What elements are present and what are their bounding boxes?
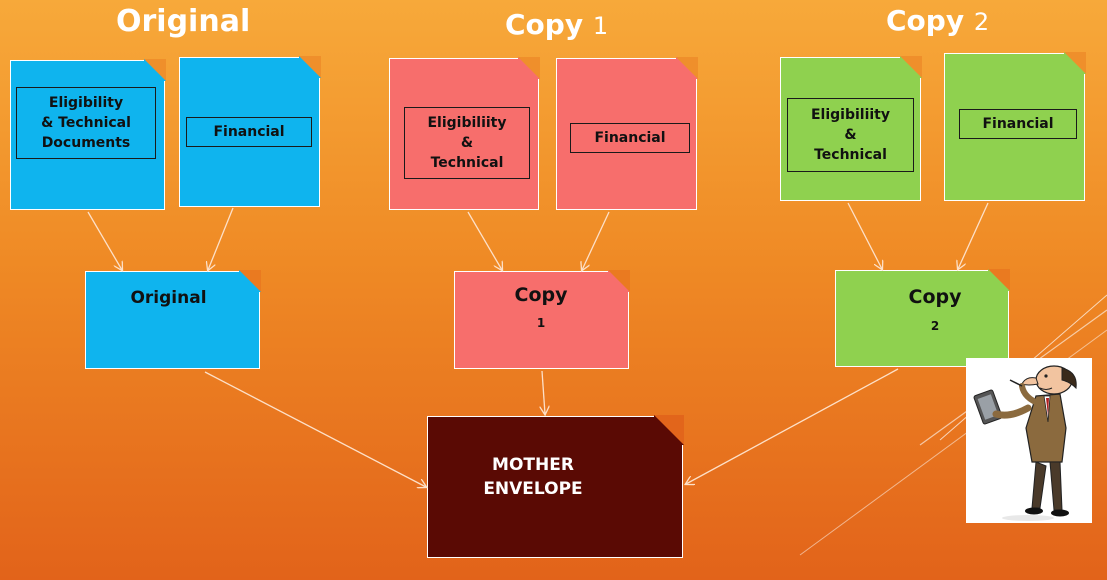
copy1-financial-document: Financial — [556, 57, 698, 210]
mother-envelope-label: MOTHER ENVELOPE — [483, 455, 583, 499]
mother-envelope: MOTHER ENVELOPE — [427, 415, 684, 558]
copy2-financial-document: Financial — [944, 52, 1086, 201]
copy1-eligibility-label: Eligibiliity & Technical — [404, 107, 530, 179]
businessman-icon — [973, 365, 1077, 521]
heading-copy1-number: 1 — [592, 12, 609, 40]
copy2-envelope-title: Copy — [908, 286, 962, 308]
arrow-copy1-eligibility-to-envelope — [467, 211, 502, 270]
original-financial-document: Financial — [179, 56, 321, 207]
arrow-copy1-to-mother — [542, 370, 545, 414]
arrow-copy2-eligibility-to-envelope — [847, 202, 882, 269]
original-envelope: Original — [85, 270, 261, 369]
copy2-envelope: Copy 2 — [835, 269, 1010, 367]
copy2-envelope-number: 2 — [930, 319, 940, 333]
arrow-copy1-financial-to-envelope — [582, 211, 610, 270]
heading-copy2: Copy 2 — [886, 4, 989, 37]
copy2-eligibility-label: Eligibiliity & Technical — [787, 98, 914, 172]
copy2-financial-label: Financial — [959, 109, 1077, 139]
copy1-financial-label: Financial — [570, 123, 690, 153]
heading-copy2-word: Copy — [886, 4, 965, 37]
heading-copy1: Copy 1 — [505, 8, 608, 41]
copy1-envelope: Copy 1 — [454, 270, 630, 369]
copy2-eligibility-document: Eligibiliity & Technical — [780, 56, 922, 201]
businessman-clipboard-illustration — [966, 358, 1092, 523]
copy1-eligibility-document: Eligibiliity & Technical — [389, 57, 540, 210]
arrow-copy2-to-mother — [686, 368, 899, 484]
copy1-envelope-title: Copy — [514, 284, 568, 306]
heading-original: Original — [116, 4, 251, 39]
arrow-original-financial-to-envelope — [208, 207, 234, 270]
original-financial-label: Financial — [186, 117, 312, 147]
original-eligibility-label: Eligibility & Technical Documents — [16, 87, 156, 159]
original-eligibility-document: Eligibility & Technical Documents — [10, 59, 166, 210]
heading-copy1-word: Copy — [505, 8, 584, 41]
arrow-original-to-mother — [204, 371, 426, 487]
heading-copy2-number: 2 — [973, 8, 990, 36]
arrow-original-eligibility-to-envelope — [87, 211, 122, 270]
arrow-copy2-financial-to-envelope — [958, 202, 989, 269]
original-envelope-label: Original — [130, 288, 207, 308]
copy1-envelope-number: 1 — [536, 316, 546, 330]
